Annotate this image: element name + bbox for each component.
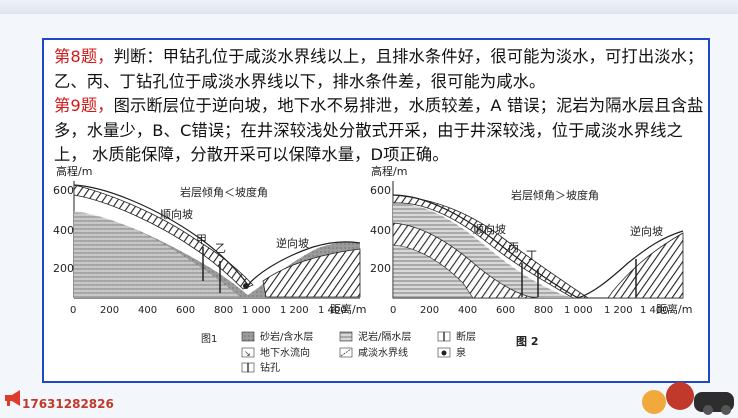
fig2-xtick: 400 [458, 305, 477, 316]
fig1-xtick: 400 [138, 305, 157, 316]
fig2-xtick: 0 [390, 305, 396, 316]
legend-boundary: 咸淡水界线 [358, 346, 408, 359]
fig2-xlabel: 距离/m [656, 302, 692, 316]
fig2-well-c: 丙 [508, 241, 519, 254]
fig1-xlabel: 距离/m [330, 302, 366, 316]
q9-label: 第9题， [54, 96, 114, 115]
fig2-ytick: 400 [370, 224, 391, 237]
fig1-xtick: 1 000 [242, 305, 271, 316]
corner-decoration [642, 382, 734, 415]
fig2-xtick: 200 [420, 305, 439, 316]
fig1-title: 岩层倾角＜坡度角 [180, 185, 268, 199]
fig1-xtick: 1 400 [318, 305, 347, 316]
fig1-well-a: 甲 [196, 233, 207, 246]
fig1-ylabel: 高程/m [56, 164, 92, 178]
fig1-slope-left: 顺向坡 [160, 207, 193, 221]
fig1-xtick: 0 [70, 305, 76, 316]
fig2-xtick: 1 000 [564, 305, 593, 316]
top-bar [0, 0, 738, 14]
fig2-well-d: 丁 [526, 249, 537, 262]
geology-figures: 高程/m 600 400 200 岩层倾角＜坡度角 顺向坡 逆向坡 甲 乙 0 … [53, 164, 692, 374]
fig2-xtick: 800 [534, 305, 553, 316]
sandstone-swatch [241, 331, 255, 342]
answer-text: 第8题，判断：甲钻孔位于咸淡水界线以上，且排水条件好，很可能为淡水，可打出淡水；… [54, 45, 704, 168]
legend-flow: 地下水流向 [260, 346, 310, 359]
fig1-slope-right: 逆向坡 [276, 236, 309, 250]
legend-fault: 断层 [456, 330, 476, 343]
q8-label: 第8题， [54, 47, 114, 66]
legend-sandstone: 砂岩/含水层 [260, 330, 313, 343]
figure-1: 高程/m 600 400 200 岩层倾角＜坡度角 顺向坡 逆向坡 甲 乙 0 … [53, 164, 366, 316]
megaphone-icon [5, 390, 20, 406]
fig2-caption: 图 2 [516, 335, 538, 348]
fig1-ytick: 600 [53, 184, 74, 197]
fig1-ytick: 400 [53, 224, 74, 237]
legend-mudstone: 泥岩/隔水层 [358, 330, 411, 343]
fig2-xtick: 1 400 [640, 305, 669, 316]
legend: 图1 砂岩/含水层 泥岩/隔水层 断层 ↘ 地下水流向 咸淡水界线 泉 钻孔 [201, 330, 476, 374]
fig2-slope-right: 逆向坡 [630, 224, 663, 238]
fig2-xtick: 1 200 [604, 305, 633, 316]
phone-number: 17631282826 [22, 397, 114, 411]
flow-swatch [241, 347, 255, 358]
fig1-xtick: 600 [176, 305, 195, 316]
fig1-caption: 图1 [201, 333, 217, 345]
fig2-slope-left: 顺向坡 [473, 222, 506, 236]
fig2-ytick: 600 [370, 184, 391, 197]
fig1-xtick: 200 [100, 305, 119, 316]
svg-text:↘: ↘ [244, 349, 251, 358]
q9-text: 图示断层位于逆向坡，地下水不易排泄，水质较差，A 错误；泥岩为隔水层且含盐多，水… [54, 96, 704, 164]
legend-borehole: 钻孔 [260, 361, 280, 374]
mudstone-swatch [339, 331, 353, 342]
fig1-ytick: 200 [53, 262, 74, 275]
figure-2: 高程/m 600 400 200 岩层倾角＞坡度角 顺向坡 逆向坡 丙 丁 0 … [370, 164, 692, 348]
legend-spring: 泉 [456, 346, 466, 359]
fig1-xtick: 1 200 [280, 305, 309, 316]
fig2-ylabel: 高程/m [371, 164, 407, 178]
q8-text: 判断：甲钻孔位于咸淡水界线以上，且排水条件好，很可能为淡水，可打出淡水； 乙、丙… [54, 47, 704, 91]
fig2-ytick: 200 [370, 262, 391, 275]
fig1-xtick: 800 [214, 305, 233, 316]
fig1-well-b: 乙 [215, 242, 226, 255]
fig2-xtick: 600 [496, 305, 515, 316]
fig2-title: 岩层倾角＞坡度角 [511, 188, 599, 202]
